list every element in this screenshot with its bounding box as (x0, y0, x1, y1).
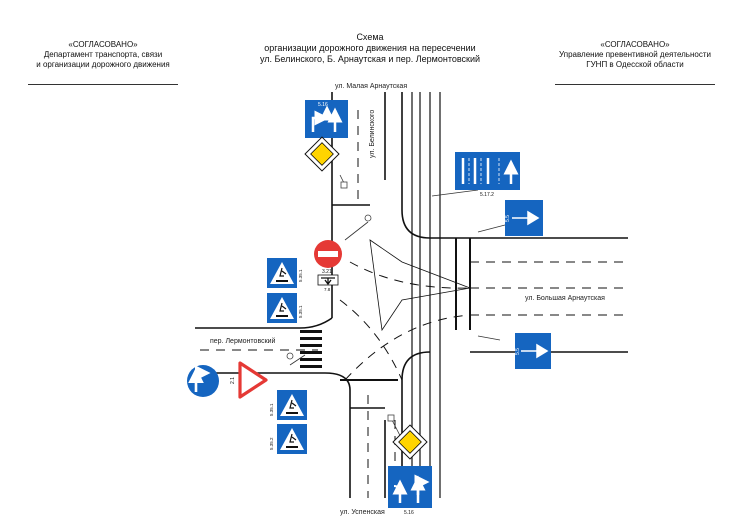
mandatory-direction-sign (187, 365, 219, 397)
stop-lines (340, 238, 471, 381)
sign-code-crossing-1: 5.35.1 (298, 269, 303, 282)
sign-code-oneway-2: 5.5 (515, 348, 521, 355)
signature-line-left (28, 84, 178, 85)
approval-right-line-1: «СОГЛАСОВАНО» (600, 40, 670, 49)
lane-sign-right: 5.17.2 (455, 152, 520, 198)
scheme-title: Схема организации дорожного движения на … (245, 32, 495, 65)
no-entry-sign: 3.21 7.8 (314, 240, 342, 292)
pedestrian-crossing-sign-1: 5.35.1 (267, 258, 303, 288)
pedestrian-crossing-sign-2: 5.35.1 (267, 293, 303, 323)
signature-line-right (555, 84, 715, 85)
street-label-lermontovsky: пер. Лермонтовский (210, 337, 276, 345)
street-label-uspenskaya: ул. Успенская (340, 509, 385, 516)
channelizing-island (369, 239, 472, 332)
priority-road-sign-top (304, 136, 340, 172)
approval-right-line-3: ГУНП в Одесской области (586, 60, 684, 69)
sign-code-crossing-4: 5.35.2 (269, 437, 274, 450)
lermontovsky-south-edge (195, 372, 351, 498)
scheme-title-line-1: Схема (356, 32, 384, 42)
priority-road-sign-bottom (392, 424, 428, 460)
sign-code-give-way: 2.1 (230, 377, 236, 384)
zebra-crossing (300, 330, 322, 368)
scheme-title-line-2: организации дорожного движения на пересе… (264, 43, 476, 53)
sign-post-markers (286, 181, 395, 422)
lane-direction-sign-bottom: 5.16 (388, 466, 432, 516)
approval-right-line-2: Управление превентивной деятельности (559, 50, 711, 59)
one-way-sign-upper: 5.5 (505, 200, 543, 236)
sign-code-oneway-1: 5.5 (505, 215, 511, 222)
lane-direction-sign-top: 5.16 (305, 100, 348, 138)
sign-code-no-entry-plate: 7.8 (324, 287, 331, 292)
sign-code-crossing-2: 5.35.1 (298, 305, 303, 318)
one-way-sign-lower: 5.5 (515, 333, 551, 369)
approval-left-line-3: и организации дорожного движения (36, 60, 170, 69)
pedestrian-crossing-sign-4: 5.35.2 (269, 424, 307, 454)
approval-block-left: «СОГЛАСОВАНО» Департамент транспорта, св… (28, 40, 178, 85)
scheme-title-line-3: ул. Белинского, Б. Арнаутская и пер. Лер… (259, 54, 481, 64)
sign-code-lanes-right: 5.17.2 (480, 192, 494, 198)
sign-code-lanes-bottom: 5.16 (404, 510, 414, 516)
lermontovsky-north-edge (195, 317, 333, 329)
sign-code-no-entry: 3.21 (322, 269, 332, 275)
street-label-malaya-arnautskaya: ул. Малая Арнаутская (335, 83, 407, 90)
approval-left-line-2: Департамент транспорта, связи (43, 50, 163, 59)
sign-code-lanes-top: 5.16 (318, 102, 328, 108)
give-way-sign: 2.1 (230, 361, 268, 399)
street-label-belinskogo: ул. Белинского (369, 110, 376, 158)
approval-left-line-1: «СОГЛАСОВАНО» (68, 40, 138, 49)
approval-block-right: «СОГЛАСОВАНО» Управление превентивной де… (555, 40, 715, 85)
sign-code-crossing-3: 5.35.1 (269, 403, 274, 416)
street-label-bolshaya-arnautskaya: ул. Большая Арнаутская (525, 295, 605, 302)
pedestrian-crossing-sign-3: 5.35.1 (269, 390, 307, 420)
